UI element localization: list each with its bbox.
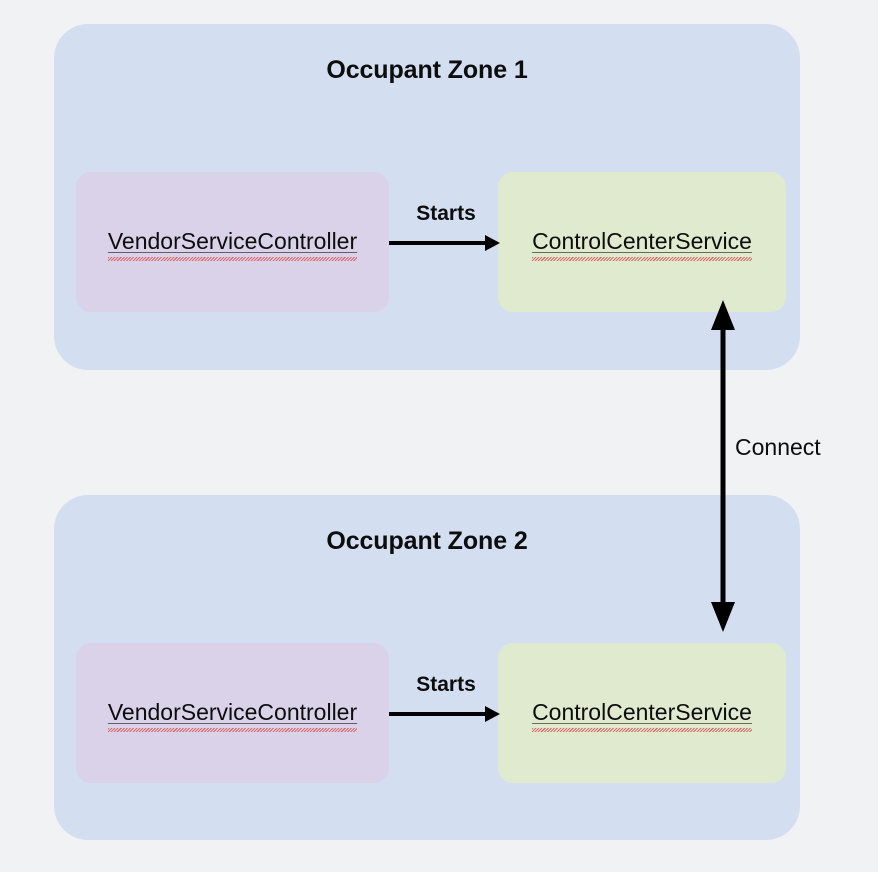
- starts-arrow-icon-zone-2: [389, 706, 500, 722]
- node-control-center-service-zone-2[interactable]: ControlCenterService: [498, 643, 786, 783]
- edge-label-starts-zone-2: Starts: [416, 673, 476, 696]
- edge-label-connect: Connect: [735, 434, 821, 460]
- node-label: ControlCenterService: [532, 228, 752, 261]
- occupant-zone-2-title: Occupant Zone 2: [326, 527, 528, 555]
- edge-label-starts-zone-1: Starts: [416, 202, 476, 225]
- connect-bidirectional-arrow-icon: [711, 300, 735, 632]
- occupant-zone-2-container[interactable]: Occupant Zone 2 VendorServiceController …: [54, 495, 800, 840]
- starts-arrow-icon-zone-1: [389, 235, 500, 251]
- node-label: VendorServiceController: [107, 699, 358, 732]
- node-vendor-service-controller-zone-1[interactable]: VendorServiceController: [76, 172, 389, 312]
- node-control-center-service-zone-1[interactable]: ControlCenterService: [498, 172, 786, 312]
- node-label: VendorServiceController: [107, 228, 358, 261]
- occupant-zone-1-title: Occupant Zone 1: [326, 56, 528, 84]
- node-label: ControlCenterService: [532, 699, 752, 732]
- occupant-zone-1-container[interactable]: Occupant Zone 1 VendorServiceController …: [54, 24, 800, 370]
- node-vendor-service-controller-zone-2[interactable]: VendorServiceController: [76, 643, 389, 783]
